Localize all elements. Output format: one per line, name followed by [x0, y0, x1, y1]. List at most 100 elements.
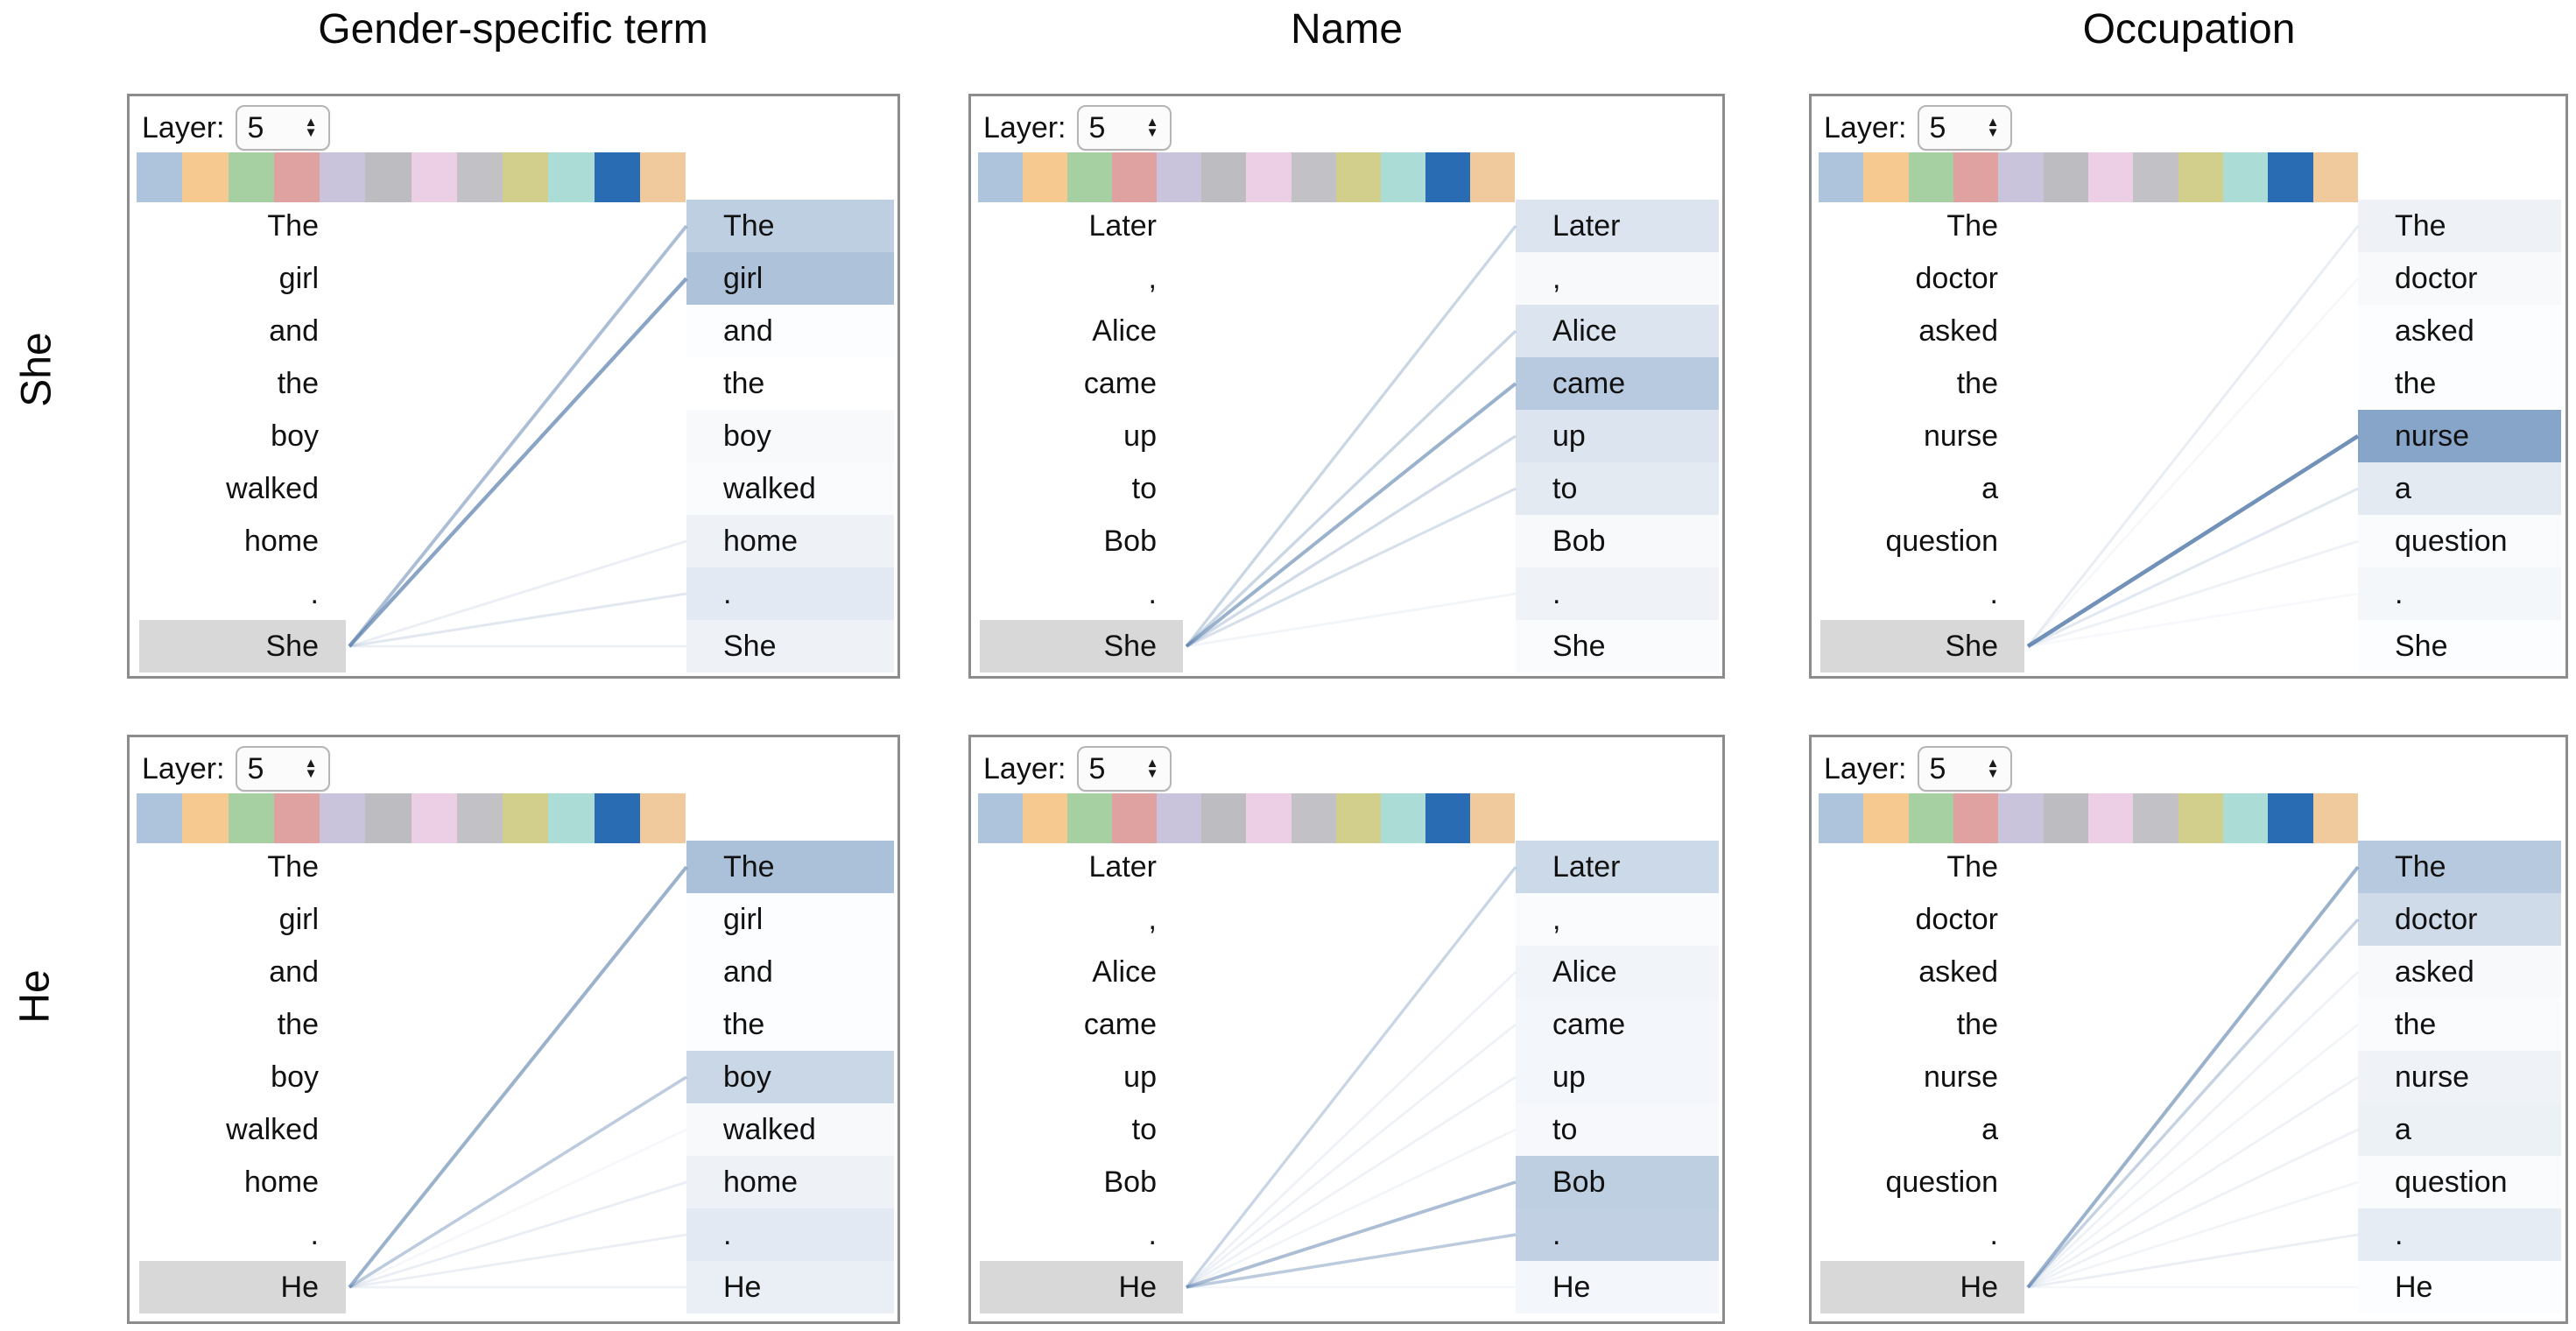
- token-left[interactable]: and: [269, 314, 319, 348]
- head-color-swatch[interactable]: [1380, 152, 1425, 202]
- head-color-swatch[interactable]: [320, 152, 366, 202]
- stepper-arrows-icon[interactable]: ▲▼: [304, 757, 318, 781]
- head-color-swatch[interactable]: [182, 152, 229, 202]
- token-left[interactable]: to: [1131, 1113, 1157, 1146]
- head-color-swatch[interactable]: [1469, 793, 1515, 843]
- stepper-arrows-icon[interactable]: ▲▼: [1986, 756, 2000, 781]
- token-right[interactable]: came: [1516, 998, 1719, 1051]
- token-left[interactable]: ,: [1148, 262, 1157, 295]
- token-right[interactable]: ,: [1516, 252, 1719, 305]
- token-left[interactable]: Alice: [1092, 955, 1157, 989]
- token-left[interactable]: .: [310, 577, 319, 610]
- token-left[interactable]: .: [1989, 577, 1998, 610]
- head-color-swatch[interactable]: [1380, 793, 1425, 843]
- token-left[interactable]: a: [1981, 1113, 1998, 1146]
- token-right[interactable]: girl: [723, 903, 764, 936]
- stepper-down-icon[interactable]: ▼: [1986, 766, 2000, 781]
- token-right[interactable]: Alice: [1516, 946, 1719, 998]
- token-left[interactable]: question: [1885, 525, 1998, 558]
- head-color-swatch[interactable]: [2133, 793, 2178, 843]
- token-left[interactable]: came: [1083, 367, 1157, 400]
- token-left[interactable]: Bob: [1103, 1166, 1158, 1199]
- stepper-up-icon[interactable]: ▲: [1145, 756, 1159, 771]
- stepper-arrows-icon[interactable]: ▲▼: [304, 115, 318, 139]
- layer-select[interactable]: 5▲▼: [235, 105, 330, 151]
- token-left[interactable]: a: [1981, 472, 1998, 505]
- token-left[interactable]: walked: [226, 472, 319, 505]
- token-right[interactable]: a: [2358, 1103, 2561, 1156]
- token-left[interactable]: The: [1946, 850, 1998, 884]
- token-left[interactable]: doctor: [1915, 262, 1999, 295]
- token-right[interactable]: the: [2395, 367, 2437, 400]
- token-right[interactable]: nurse: [2358, 1051, 2561, 1103]
- head-color-swatch[interactable]: [228, 152, 274, 202]
- token-left[interactable]: Alice: [1092, 314, 1157, 348]
- token-right[interactable]: doctor: [2358, 252, 2561, 305]
- token-right[interactable]: boy: [686, 410, 894, 462]
- token-right[interactable]: and: [723, 314, 773, 348]
- token-right[interactable]: question: [2358, 515, 2561, 567]
- head-color-swatch[interactable]: [1157, 152, 1202, 202]
- head-color-swatch[interactable]: [2087, 793, 2134, 843]
- token-left[interactable]: .: [310, 1218, 319, 1251]
- token-left[interactable]: .: [1148, 1218, 1157, 1251]
- token-left[interactable]: asked: [1918, 955, 1998, 989]
- token-right[interactable]: The: [686, 200, 894, 252]
- layer-select[interactable]: 5▲▼: [1917, 746, 2012, 792]
- token-left[interactable]: walked: [226, 1113, 319, 1146]
- head-color-swatch[interactable]: [1998, 152, 2044, 202]
- head-color-swatch[interactable]: [2312, 793, 2358, 843]
- token-right[interactable]: Bob: [1516, 515, 1719, 567]
- token-left[interactable]: up: [1123, 1060, 1157, 1094]
- stepper-down-icon[interactable]: ▼: [1145, 125, 1159, 140]
- token-left[interactable]: nurse: [1923, 419, 1998, 453]
- stepper-up-icon[interactable]: ▲: [304, 115, 318, 130]
- head-color-swatch[interactable]: [1335, 152, 1381, 202]
- head-color-swatch[interactable]: [2043, 793, 2088, 843]
- head-color-swatch[interactable]: [2268, 152, 2313, 202]
- head-color-swatch[interactable]: [1425, 152, 1470, 202]
- token-left-selected[interactable]: He: [980, 1261, 1183, 1313]
- head-color-swatch[interactable]: [1953, 152, 1999, 202]
- token-right[interactable]: a: [2358, 462, 2561, 515]
- head-color-swatch[interactable]: [639, 793, 686, 843]
- token-right[interactable]: asked: [2358, 946, 2561, 998]
- head-color-swatch[interactable]: [1863, 793, 1909, 843]
- head-color-swatch[interactable]: [456, 793, 503, 843]
- token-right[interactable]: ,: [1516, 893, 1719, 946]
- token-left[interactable]: girl: [278, 262, 319, 295]
- stepper-down-icon[interactable]: ▼: [304, 766, 318, 781]
- head-color-swatch[interactable]: [456, 152, 503, 202]
- token-left[interactable]: .: [1148, 577, 1157, 610]
- head-color-swatch[interactable]: [1157, 793, 1202, 843]
- token-left[interactable]: the: [277, 1008, 319, 1041]
- token-left-selected[interactable]: She: [1820, 620, 2024, 673]
- head-color-swatch[interactable]: [1908, 152, 1953, 202]
- head-color-swatch[interactable]: [1863, 152, 1909, 202]
- token-right[interactable]: walked: [686, 1103, 894, 1156]
- head-color-swatch[interactable]: [273, 793, 320, 843]
- token-right[interactable]: Later: [1516, 200, 1719, 252]
- head-color-swatch[interactable]: [137, 793, 183, 843]
- token-left[interactable]: doctor: [1915, 903, 1999, 936]
- head-color-swatch[interactable]: [1291, 793, 1336, 843]
- token-right[interactable]: The: [2358, 200, 2561, 252]
- head-color-swatch[interactable]: [1998, 793, 2044, 843]
- head-color-swatch[interactable]: [1201, 793, 1247, 843]
- stepper-up-icon[interactable]: ▲: [1986, 756, 2000, 771]
- head-color-swatch[interactable]: [2268, 793, 2313, 843]
- token-left[interactable]: ,: [1148, 903, 1157, 936]
- token-right[interactable]: The: [2358, 841, 2561, 893]
- head-color-swatch[interactable]: [548, 152, 595, 202]
- layer-select[interactable]: 5▲▼: [235, 746, 330, 792]
- token-left[interactable]: the: [277, 367, 319, 400]
- head-color-swatch[interactable]: [365, 152, 412, 202]
- token-right[interactable]: .: [2358, 1208, 2561, 1261]
- head-color-swatch[interactable]: [1291, 152, 1336, 202]
- head-color-swatch[interactable]: [365, 793, 412, 843]
- head-color-swatch[interactable]: [1335, 793, 1381, 843]
- head-color-swatch[interactable]: [1953, 793, 1999, 843]
- head-color-swatch[interactable]: [1819, 152, 1864, 202]
- head-color-swatch[interactable]: [594, 793, 640, 843]
- token-right[interactable]: He: [2395, 1271, 2433, 1304]
